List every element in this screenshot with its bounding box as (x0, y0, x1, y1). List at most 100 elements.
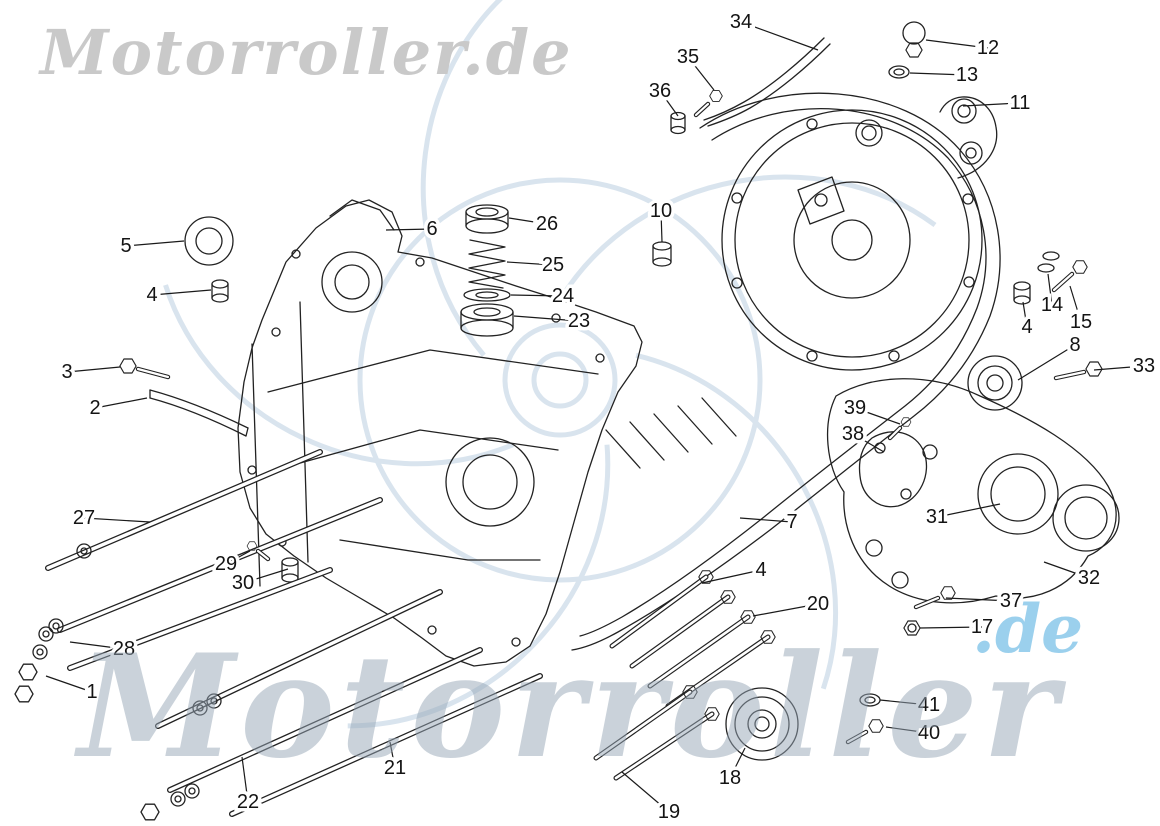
leader-line-6-11 (385, 228, 433, 231)
callout-label-23-10: 23 (568, 310, 590, 332)
callout-label-10-6: 10 (650, 200, 672, 222)
brand-emblem-watermark (163, 0, 937, 729)
callout-label-41-26: 41 (918, 694, 940, 716)
leader-line-10-6 (660, 210, 663, 243)
case-bolts-drawing (593, 570, 776, 781)
callout-label-4-37: 4 (1021, 316, 1032, 338)
callout-label-35-1: 35 (677, 46, 699, 68)
leader-line-25-8 (506, 261, 554, 266)
leader-line-1-20 (45, 675, 93, 693)
leader-line-34-0 (740, 21, 819, 51)
callout-label-2-15: 2 (89, 397, 100, 419)
callout-label-13-4: 13 (956, 64, 978, 86)
leader-line-4-13 (151, 289, 212, 296)
spring-assembly-drawing (460, 204, 514, 337)
leader-line-32-29 (1043, 561, 1090, 579)
callout-label-12-3: 12 (977, 37, 999, 59)
leader-line-8-34 (1017, 344, 1076, 381)
small-bolts-drawing (119, 251, 1103, 745)
leader-line-23-10 (513, 315, 580, 322)
callout-label-33-33: 33 (1133, 355, 1155, 377)
callout-label-27-16: 27 (73, 507, 95, 529)
callout-label-19-23: 19 (658, 801, 680, 823)
crankcase-drawing (237, 199, 737, 667)
callout-label-11-5: 11 (1010, 92, 1031, 114)
leader-line-4-37 (1022, 301, 1028, 328)
callout-label-40-25: 40 (918, 722, 940, 744)
leader-line-26-7 (508, 217, 548, 225)
leader-line-15-35 (1069, 285, 1082, 323)
leader-line-2-15 (94, 397, 148, 409)
clutch-cover-drawing (721, 96, 998, 371)
leader-line-12-3 (925, 39, 989, 49)
leader-line-29-17 (225, 550, 251, 565)
bearing-drawing (967, 355, 1023, 411)
leader-line-5-12 (125, 240, 185, 247)
leader-line-11-5 (962, 102, 1021, 107)
leader-line-19-23 (621, 771, 670, 813)
leader-line-7-38 (739, 517, 793, 523)
engine-line-art (14, 21, 1120, 821)
callout-label-25-8: 25 (542, 254, 564, 276)
leader-line-28-19 (69, 641, 125, 650)
leader-line-17-27 (919, 626, 983, 629)
callout-label-26-7: 26 (536, 213, 558, 235)
callout-label-24-9: 24 (552, 285, 574, 307)
leader-line-18-24 (729, 747, 746, 779)
callout-label-15-35: 15 (1070, 311, 1092, 333)
dowel-pin-drawing (211, 241, 1031, 583)
leader-line-21-22 (389, 741, 396, 769)
leader-line-41-26 (879, 699, 930, 706)
callout-label-17-27: 17 (971, 616, 993, 638)
bracket-plate-drawing (149, 389, 249, 437)
callout-label-4-13: 4 (146, 284, 157, 306)
callout-label-34-0: 34 (730, 11, 752, 33)
oil-pipe-drawing (670, 37, 831, 135)
leader-line-33-33 (1093, 365, 1145, 371)
leader-line-31-30 (936, 503, 1001, 518)
leader-line-27-16 (83, 517, 151, 523)
callout-label-39-32: 39 (844, 397, 866, 419)
gasket-drawing (858, 431, 928, 508)
callout-label-28-19: 28 (113, 638, 135, 660)
leader-lines (45, 21, 1145, 813)
leader-line-22-21 (241, 756, 249, 803)
leader-line-4-39 (701, 569, 762, 584)
callout-label-30-18: 30 (232, 572, 254, 594)
leader-line-14-36 (1047, 273, 1053, 306)
callout-label-29-17: 29 (215, 553, 237, 575)
callout-label-18-24: 18 (719, 767, 741, 789)
callout-label-21-22: 21 (384, 757, 406, 779)
leader-line-35-1 (687, 56, 715, 91)
leader-line-24-9 (510, 294, 564, 297)
leader-line-13-4 (909, 72, 968, 76)
callout-label-20-40: 20 (807, 593, 829, 615)
leader-line-30-18 (242, 568, 289, 584)
callout-label-32-29: 32 (1078, 567, 1100, 589)
rear-cover-outline-drawing (571, 92, 1001, 651)
callout-label-4-39: 4 (755, 559, 766, 581)
callout-label-6-11: 6 (426, 218, 437, 240)
long-studs-drawing (45, 449, 543, 817)
callout-label-8-34: 8 (1069, 334, 1080, 356)
oil-plug-drawing (888, 21, 926, 79)
leader-line-40-25 (885, 726, 930, 734)
callout-label-38-31: 38 (842, 423, 864, 445)
leader-line-3-14 (66, 366, 121, 373)
callout-label-1-20: 1 (86, 681, 97, 703)
callout-label-22-21: 22 (237, 791, 259, 813)
cvt-cover-drawing (827, 378, 1120, 604)
callout-label-14-36: 14 (1041, 294, 1063, 316)
leader-line-20-40 (752, 603, 819, 617)
callout-label-31-30: 31 (926, 506, 948, 528)
leader-line-39-32 (854, 407, 901, 425)
callout-label-37-28: 37 (1000, 590, 1022, 612)
callout-label-7-38: 7 (786, 511, 797, 533)
callout-label-36-2: 36 (649, 80, 671, 102)
leader-line-38-31 (852, 433, 885, 453)
leader-line-36-2 (659, 90, 679, 117)
callout-label-3-14: 3 (61, 361, 72, 383)
callout-label-5-12: 5 (120, 235, 131, 257)
